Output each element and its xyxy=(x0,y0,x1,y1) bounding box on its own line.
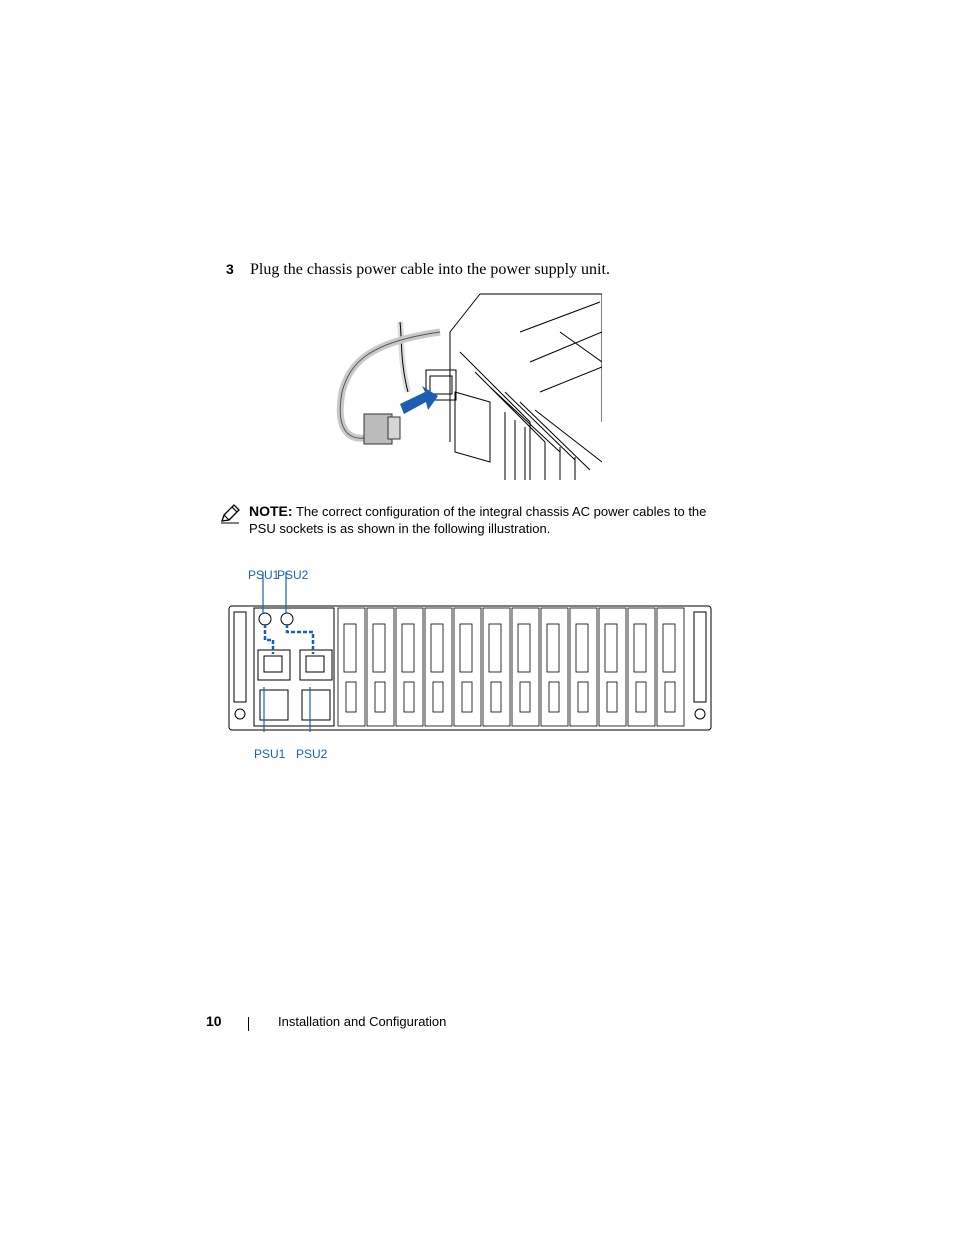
sled-panel xyxy=(343,623,357,673)
footer-section-title: Installation and Configuration xyxy=(278,1014,447,1029)
pencil-icon xyxy=(221,504,240,524)
sled-panel xyxy=(517,623,531,673)
sled-port xyxy=(345,681,357,713)
sled-port xyxy=(606,681,618,713)
sled-port xyxy=(577,681,589,713)
server-sled xyxy=(627,607,656,727)
sled-port xyxy=(490,681,502,713)
footer-divider xyxy=(248,1017,249,1031)
sled-panel xyxy=(575,623,589,673)
server-sled xyxy=(453,607,482,727)
server-sled xyxy=(337,607,366,727)
sled-panel xyxy=(372,623,386,673)
server-sled xyxy=(598,607,627,727)
server-sled xyxy=(656,607,685,727)
step-text: Plug the chassis power cable into the po… xyxy=(250,261,610,278)
sled-panel xyxy=(459,623,473,673)
server-sled xyxy=(511,607,540,727)
page-number: 10 xyxy=(206,1013,222,1029)
psu1-bottom-label: PSU1 xyxy=(254,747,286,761)
psu2-bottom-label: PSU2 xyxy=(296,747,328,761)
note-text: The correct configuration of the integra… xyxy=(249,504,707,536)
sled-port xyxy=(403,681,415,713)
server-sled xyxy=(540,607,569,727)
sled-panel xyxy=(546,623,560,673)
sled-panel xyxy=(401,623,415,673)
sled-panel xyxy=(604,623,618,673)
note-paragraph: NOTE: The correct configuration of the i… xyxy=(249,503,719,537)
sled-panel xyxy=(488,623,502,673)
sled-port xyxy=(519,681,531,713)
sled-port xyxy=(432,681,444,713)
sled-port xyxy=(664,681,676,713)
sled-panel xyxy=(633,623,647,673)
note-label: NOTE: xyxy=(249,503,293,519)
sled-panel xyxy=(662,623,676,673)
power-cable-illustration xyxy=(336,293,602,480)
chassis-rear-illustration xyxy=(228,572,712,732)
psu1-top-label: PSU1 xyxy=(248,568,280,582)
step-3: 3 Plug the chassis power cable into the p… xyxy=(226,258,610,281)
sled-port xyxy=(635,681,647,713)
step-number: 3 xyxy=(226,261,234,277)
server-sled xyxy=(569,607,598,727)
sled-port xyxy=(374,681,386,713)
server-sled xyxy=(366,607,395,727)
server-sled xyxy=(395,607,424,727)
psu2-top-label: PSU2 xyxy=(277,568,309,582)
sled-port xyxy=(548,681,560,713)
sled-panel xyxy=(430,623,444,673)
server-sled xyxy=(482,607,511,727)
sled-port xyxy=(461,681,473,713)
server-sled xyxy=(424,607,453,727)
